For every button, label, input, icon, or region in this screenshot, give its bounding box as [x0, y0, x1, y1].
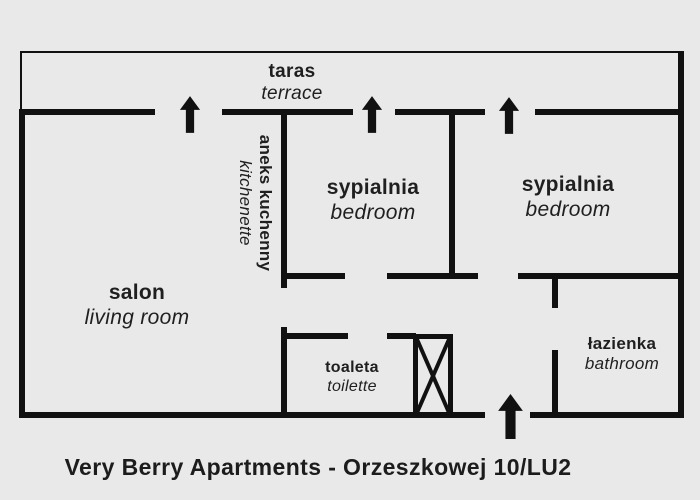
toilet-label-en: toilette	[327, 377, 377, 395]
wall-bottom-seg2	[530, 412, 684, 418]
bedroom-1-label-en: bedroom	[330, 200, 416, 224]
wall-top-seg3	[395, 109, 485, 115]
terrace-border-top	[20, 51, 683, 53]
room-label-terrace: taras terrace	[261, 61, 322, 106]
bathroom-label-en: bathroom	[584, 354, 660, 374]
terrace-door-arrow-icon	[179, 96, 201, 133]
wall-mid-seg3	[518, 273, 684, 279]
room-label-bedroom-1: sypialnia bedroom	[327, 176, 420, 226]
wall-top-seg4	[535, 109, 684, 115]
wall-bathroom-seg1	[552, 276, 558, 308]
bedroom-2-label-pl: sypialnia	[521, 173, 615, 196]
wall-top-seg1	[19, 109, 155, 115]
wall-toilet-top-seg2	[387, 333, 416, 339]
wall-right	[678, 51, 684, 418]
terrace-label-en: terrace	[261, 83, 323, 105]
room-label-bathroom: łazienka bathroom	[585, 334, 659, 374]
toilet-label-pl: toaleta	[325, 359, 379, 376]
kitchenette-label-pl: aneks kuchenny	[256, 134, 276, 272]
room-label-toilet: toaleta toilette	[325, 359, 379, 397]
wall-toilet-left	[281, 327, 287, 418]
wall-bottom-seg1	[19, 412, 485, 418]
room-label-living-room: salon living room	[85, 281, 190, 331]
plan-caption: Very Berry Apartments - Orzeszkowej 10/L…	[64, 454, 572, 480]
living-room-label-en: living room	[84, 305, 190, 329]
room-label-kitchenette: aneks kuchenny kitchenette	[235, 135, 275, 271]
wall-left	[19, 109, 25, 418]
kitchenette-label-en: kitchenette	[236, 160, 255, 246]
bathroom-label-pl: łazienka	[587, 334, 657, 353]
wall-mid-seg1	[281, 273, 345, 279]
bedroom-1-label-pl: sypialnia	[326, 176, 420, 199]
shaft-crossed-box-icon	[413, 334, 453, 418]
bedroom-2-label-en: bedroom	[525, 197, 611, 221]
terrace-door-arrow-icon	[498, 97, 520, 134]
terrace-door-arrow-icon	[361, 96, 383, 133]
wall-toilet-top-seg1	[281, 333, 348, 339]
terrace-label-pl: taras	[268, 61, 316, 82]
wall-top-seg2	[222, 109, 353, 115]
wall-mid-seg2	[387, 273, 478, 279]
wall-bedroom-divider	[449, 109, 455, 279]
living-room-label-pl: salon	[108, 281, 166, 304]
wall-bathroom-seg2	[552, 350, 558, 418]
terrace-border-left	[20, 51, 22, 111]
room-label-bedroom-2: sypialnia bedroom	[522, 173, 615, 223]
entrance-arrow-icon	[498, 394, 523, 439]
wall-kitchenette	[281, 109, 287, 288]
